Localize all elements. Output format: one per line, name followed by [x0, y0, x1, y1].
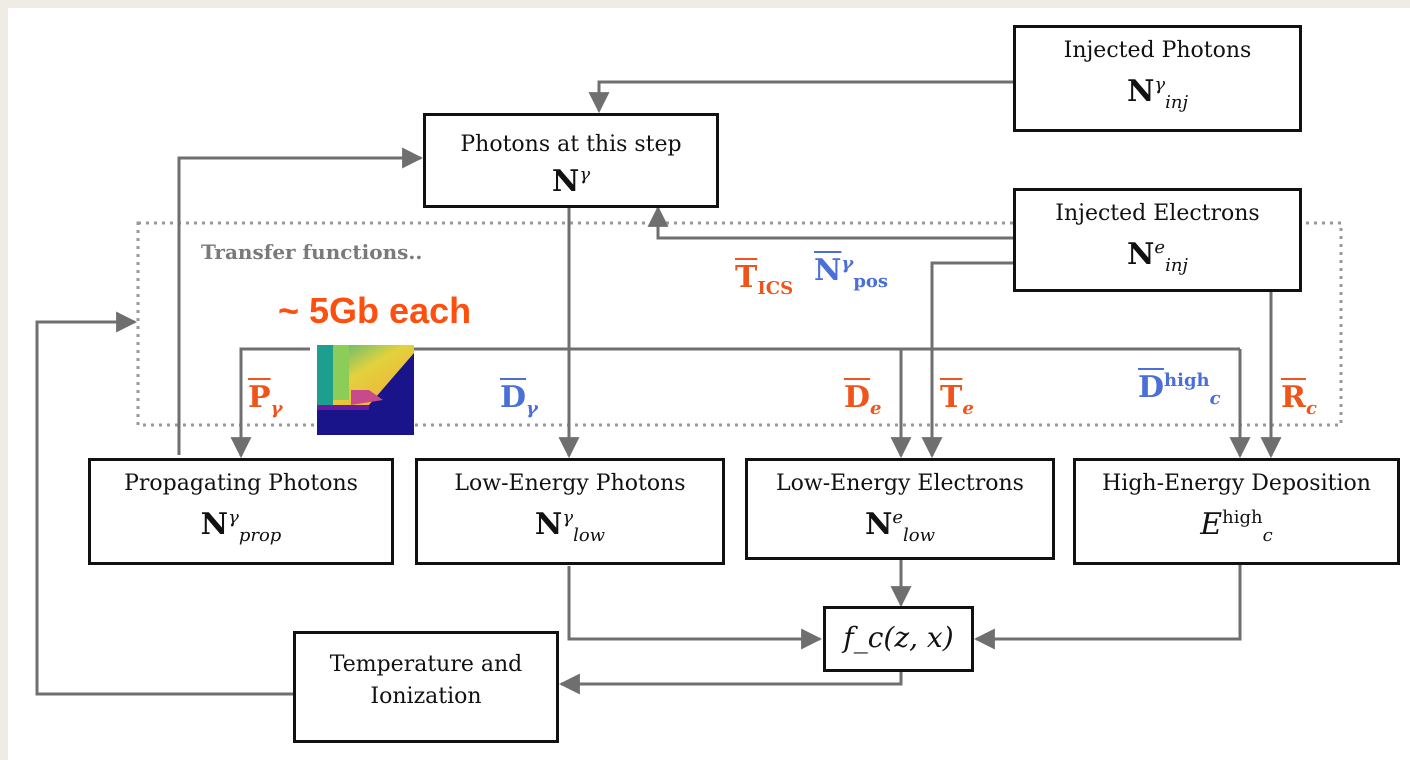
transfer-functions-label: Transfer functions..: [201, 240, 423, 264]
arrow-high-deposition-to-fc: [973, 560, 1242, 650]
high-energy-deposition-title: High-Energy Deposition: [1102, 471, 1371, 496]
label-r-c: Rc: [1281, 380, 1317, 419]
high-energy-deposition-box: High-Energy Deposition Ehighc: [1073, 458, 1400, 565]
photons-at-this-step-box: Photons at this step Nγ: [423, 113, 719, 208]
temperature-ionization-box: Temperature and Ionization: [293, 631, 559, 743]
arrow-prop-to-step: [177, 147, 424, 455]
photons-at-this-step-symbol: Nγ: [551, 164, 591, 199]
temperature-ionization-line2: Ionization: [370, 684, 482, 709]
propagating-photons-title: Propagating Photons: [124, 471, 358, 496]
size-annotation: ~ 5Gb each: [278, 290, 472, 331]
arrow-low-photons-to-fc: [567, 566, 823, 650]
low-energy-photons-title: Low-Energy Photons: [454, 471, 686, 496]
label-t-ics: TICS: [735, 260, 794, 299]
injected-photons-box: Injected Photons Nγinj: [1013, 25, 1302, 132]
connector-layer: [35, 80, 1343, 696]
fc-box: f_c(z, x): [823, 606, 974, 672]
arrow-injected-photons-to-step: [588, 80, 1013, 114]
arrow-injected-electrons-to-step: [647, 205, 1013, 240]
diagram-canvas: Transfer functions.. ~ 5Gb each Injected…: [8, 8, 1410, 760]
photons-at-this-step-title: Photons at this step: [460, 132, 682, 157]
injected-electrons-title: Injected Electrons: [1055, 201, 1260, 226]
arrow-feedback-to-prop: [230, 347, 310, 459]
label-d-c-high: Dhighc: [1138, 370, 1221, 409]
arrow-electrons-to-low-electrons: [921, 261, 1013, 459]
low-energy-photons-box: Low-Energy Photons Nγlow: [415, 458, 725, 565]
injected-photons-symbol: Nγinj: [1126, 74, 1189, 113]
injected-electrons-box: Injected Electrons Neinj: [1013, 188, 1302, 292]
label-p-gamma: Pγ: [248, 380, 283, 419]
low-energy-photons-symbol: Nγlow: [534, 507, 606, 546]
label-n-pos: Nγpos: [814, 253, 889, 292]
transfer-function-heatmap-image: [317, 345, 414, 435]
label-t-e: Te: [940, 380, 974, 419]
temperature-ionization-line1: Temperature and: [329, 652, 523, 677]
arrow-temperature-to-transfer: [35, 311, 293, 696]
label-d-gamma: Dγ: [500, 380, 538, 419]
low-energy-electrons-title: Low-Energy Electrons: [776, 471, 1024, 496]
high-energy-deposition-symbol: Ehighc: [1200, 507, 1273, 546]
injected-electrons-symbol: Neinj: [1126, 237, 1188, 276]
propagating-photons-box: Propagating Photons Nγprop: [88, 458, 394, 565]
low-energy-electrons-box: Low-Energy Electrons Nelow: [745, 458, 1055, 560]
low-energy-electrons-symbol: Nelow: [864, 507, 936, 546]
arrow-fc-to-temperature: [558, 670, 903, 695]
transfer-functions-region: [136, 221, 1343, 427]
fc-symbol: f_c(z, x): [843, 621, 954, 654]
label-d-e: De: [844, 380, 882, 419]
propagating-photons-symbol: Nγprop: [200, 507, 282, 546]
injected-photons-title: Injected Photons: [1063, 38, 1252, 63]
